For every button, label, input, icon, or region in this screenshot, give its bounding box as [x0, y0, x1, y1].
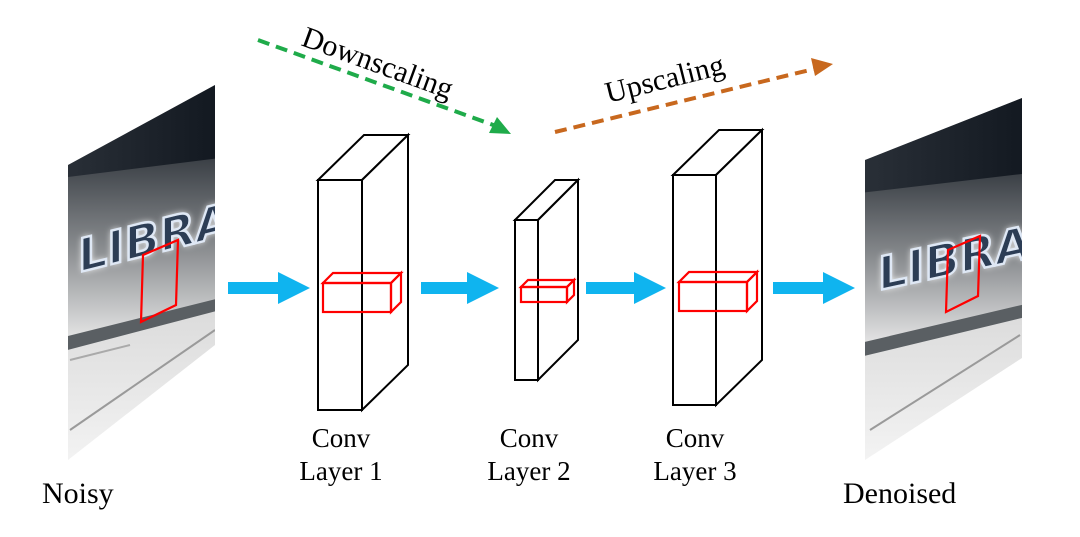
noisy-patch [139, 238, 180, 324]
layer-1-label-line2: Layer 1 [299, 456, 382, 486]
upscaling-arrow [554, 58, 833, 134]
denoised-image: LIBRAR LIBRAR [865, 98, 1022, 460]
conv-layer-1-block [315, 132, 411, 413]
upscaling-label: Upscaling [602, 48, 728, 109]
flow-arrow-1 [228, 272, 310, 304]
denoised-label: Denoised [843, 477, 956, 510]
layer-3-label-line2: Layer 3 [653, 456, 736, 486]
layer-1-label-line1: Conv [312, 423, 371, 453]
downscaling-arrow [257, 38, 511, 134]
flow-arrow-4 [773, 272, 855, 304]
denoised-patch [944, 234, 982, 314]
noisy-image: LIBRAR LIBRAR [68, 85, 215, 460]
conv-layer-2-block [512, 177, 581, 383]
noisy-label: Noisy [42, 477, 114, 510]
flow-arrow-3 [586, 272, 666, 304]
flow-arrow-2 [421, 272, 499, 304]
layer-2-label-line1: Conv [500, 423, 559, 453]
layer-3-label-line1: Conv [666, 423, 725, 453]
conv-layer-3-block [670, 127, 765, 408]
layer-2-label-line2: Layer 2 [487, 456, 570, 486]
